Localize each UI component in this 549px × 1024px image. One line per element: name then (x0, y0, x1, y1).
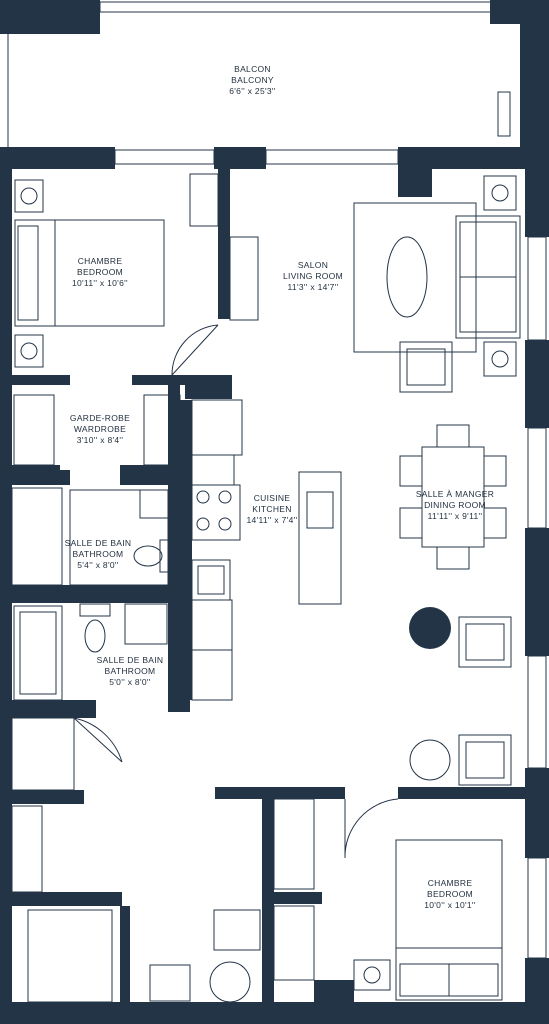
wardrobe-dimensions: 3'10'' x 8'4'' (76, 435, 124, 445)
kitchen-fr: CUISINE (253, 493, 291, 503)
balcony-fr: BALCON (234, 64, 271, 74)
room-label-bathroom-1: SALLE DE BAIN BATHROOM 5'4'' x 8'0'' (62, 538, 134, 571)
bathroom-1-en: BATHROOM (72, 549, 124, 559)
room-label-bedroom-2: CHAMBRE BEDROOM 10'0'' x 10'1'' (410, 878, 490, 911)
bathroom-2-dimensions: 5'0'' x 8'0'' (109, 677, 151, 687)
room-label-wardrobe: GARDE-ROBE WARDROBE 3'10'' x 8'4'' (60, 413, 140, 446)
bathroom-1-dimensions: 5'4'' x 8'0'' (77, 560, 119, 570)
living-dimensions: 11'3'' x 14'7'' (287, 282, 339, 292)
wardrobe-fr: GARDE-ROBE (69, 413, 131, 423)
bedroom-1-fr: CHAMBRE (77, 256, 123, 266)
living-en: LIVING ROOM (283, 271, 343, 281)
room-label-bathroom-2: SALLE DE BAIN BATHROOM 5'0'' x 8'0'' (94, 655, 166, 688)
bathroom-1-fr: SALLE DE BAIN (64, 538, 132, 548)
fixtures (1, 1, 547, 1003)
balcony-en: BALCONY (231, 75, 274, 85)
bedroom-1-en: BEDROOM (76, 267, 124, 277)
kitchen-dimensions: 14'11'' x 7'4'' (246, 515, 298, 525)
dining-en: DINING ROOM (424, 500, 486, 510)
kitchen-en: KITCHEN (252, 504, 292, 514)
bathroom-2-en: BATHROOM (104, 666, 156, 676)
room-label-balcony: BALCON BALCONY 6'6'' x 25'3'' (205, 64, 300, 97)
wardrobe-en: WARDROBE (73, 424, 127, 434)
bathroom-2-fr: SALLE DE BAIN (96, 655, 164, 665)
balcony-dimensions: 6'6'' x 25'3'' (229, 86, 276, 96)
bedroom-2-dimensions: 10'0'' x 10'1'' (424, 900, 476, 910)
bedroom-2-en: BEDROOM (426, 889, 474, 899)
room-label-kitchen: CUISINE KITCHEN 14'11'' x 7'4'' (237, 493, 307, 526)
bedroom-2-fr: CHAMBRE (427, 878, 473, 888)
room-label-living: SALON LIVING ROOM 11'3'' x 14'7'' (268, 260, 358, 293)
dining-dimensions: 11'11'' x 9'11'' (427, 511, 483, 521)
bedroom-1-dimensions: 10'11'' x 10'6'' (72, 278, 128, 288)
room-label-bedroom-1: CHAMBRE BEDROOM 10'11'' x 10'6'' (55, 256, 145, 289)
room-label-dining: SALLE À MANGER DINING ROOM 11'11'' x 9'1… (405, 489, 505, 522)
dining-fr: SALLE À MANGER (415, 489, 495, 499)
living-fr: SALON (297, 260, 329, 270)
